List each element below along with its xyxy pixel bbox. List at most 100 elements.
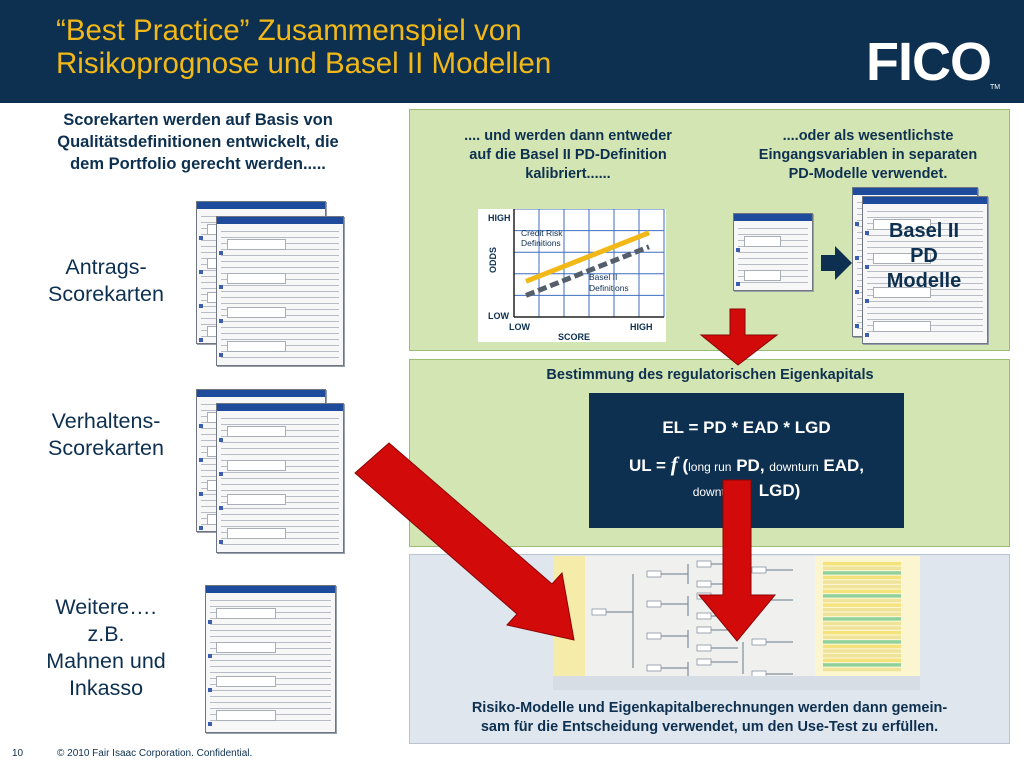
sheet-marker bbox=[199, 458, 203, 462]
sheet-marker bbox=[219, 438, 223, 442]
sheet-line bbox=[221, 255, 339, 256]
sheet-marker bbox=[855, 290, 859, 294]
sheet-line bbox=[210, 702, 331, 703]
sheet-table bbox=[216, 642, 277, 653]
credit-risk-line bbox=[525, 230, 650, 284]
sheet-line bbox=[867, 277, 983, 278]
sheet-line bbox=[221, 448, 339, 449]
sheet-marker bbox=[208, 688, 212, 692]
sheet-marker bbox=[199, 270, 203, 274]
antrag-line-1: Antrags- bbox=[65, 255, 147, 279]
sheet-line bbox=[221, 297, 339, 298]
sheet-table bbox=[873, 219, 931, 230]
sheet-line bbox=[210, 606, 331, 607]
tree-leaf-row bbox=[823, 617, 901, 621]
arrow-to-decision-left bbox=[354, 442, 575, 641]
pd-input-line-3: PD-Modelle verwendet. bbox=[788, 166, 948, 182]
ul-lgd: LGD) bbox=[758, 481, 801, 500]
sheet-line bbox=[867, 217, 983, 218]
sheet-line bbox=[738, 264, 808, 265]
tree-leaf-row bbox=[823, 649, 901, 653]
ul-long-run: long run bbox=[688, 460, 732, 474]
tree-leaf-row bbox=[823, 594, 901, 598]
sheet-marker bbox=[199, 424, 203, 428]
sheet-marker bbox=[208, 722, 212, 726]
sheet-marker bbox=[855, 324, 859, 328]
ul-open: ( bbox=[677, 456, 689, 475]
basel-pd-models-label: Basel II PD Modelle bbox=[862, 219, 986, 294]
sheet-titlebar bbox=[853, 188, 977, 195]
copyright: © 2010 Fair Isaac Corporation. Confident… bbox=[57, 748, 253, 759]
sheet-table bbox=[873, 287, 931, 298]
weitere-line-4: Inkasso bbox=[68, 676, 144, 700]
basel-line-3: Modelle bbox=[886, 270, 962, 292]
intro-line-3: dem Portfolio gerecht werden..... bbox=[70, 155, 326, 173]
tree-footer-bar bbox=[553, 676, 920, 690]
basel-model-sheet bbox=[862, 196, 988, 344]
tree-leaf-row bbox=[823, 598, 901, 603]
sheet-table bbox=[216, 676, 277, 687]
sheet-marker bbox=[199, 236, 203, 240]
sheet-marker bbox=[199, 338, 203, 342]
sheet-line bbox=[867, 301, 983, 302]
tree-node bbox=[646, 600, 662, 608]
tree-leaf-row bbox=[823, 575, 901, 580]
decision-tree-svg bbox=[553, 556, 920, 690]
sheet-line bbox=[210, 666, 331, 667]
sheet-line bbox=[210, 708, 331, 709]
sheet-table bbox=[227, 273, 286, 284]
sheet-line bbox=[210, 654, 331, 655]
sheet-marker bbox=[865, 333, 869, 337]
sheet-line bbox=[221, 333, 339, 334]
tree-leaf-row bbox=[823, 580, 901, 584]
tree-leaf-row bbox=[823, 566, 901, 570]
sheet-titlebar bbox=[217, 404, 343, 411]
scorecard-thumbnail bbox=[216, 403, 344, 553]
sheet-line bbox=[738, 228, 808, 229]
sheet-titlebar bbox=[197, 202, 325, 209]
el-formula: EL = PD * EAD * LGD bbox=[662, 418, 831, 437]
tree-node bbox=[696, 626, 712, 634]
sheet-line bbox=[210, 630, 331, 631]
sheet-marker bbox=[736, 282, 740, 286]
sheet-marker bbox=[219, 353, 223, 357]
sheet-line bbox=[867, 265, 983, 266]
basel-series-label: Basel II bbox=[589, 272, 617, 282]
verhalten-line-2: Scorekarten bbox=[48, 436, 164, 460]
sheet-marker bbox=[865, 265, 869, 269]
capital-formula-box: EL = PD * EAD * LGD UL = f (long run PD,… bbox=[589, 393, 904, 528]
sheet-line bbox=[221, 454, 339, 455]
credit-risk-series-label: Credit Risk bbox=[521, 228, 563, 238]
behavior-scorecards-label: Verhaltens- Scorekarten bbox=[26, 408, 186, 462]
sheet-line bbox=[221, 237, 339, 238]
sheet-titlebar bbox=[197, 390, 325, 397]
sheet-table bbox=[216, 710, 277, 721]
sheet-line bbox=[867, 271, 983, 272]
sheet-line bbox=[221, 327, 339, 328]
sheet-line bbox=[221, 321, 339, 322]
basel-line-2: PD bbox=[910, 245, 938, 267]
tree-node bbox=[696, 644, 712, 652]
title-line-1: “Best Practice” Zusammenspiel von bbox=[56, 14, 522, 47]
arrow-to-decision-down bbox=[697, 479, 777, 642]
sheet-line bbox=[221, 484, 339, 485]
tree-leaf-row bbox=[823, 654, 901, 658]
tree-leaf-row bbox=[823, 621, 901, 626]
chart-y-tick-low: LOW bbox=[488, 311, 509, 321]
sheet-line bbox=[738, 252, 808, 253]
page-number: 10 bbox=[12, 748, 24, 759]
sheet-line bbox=[221, 291, 339, 292]
sheet-line bbox=[210, 696, 331, 697]
weitere-line-1: Weitere…. bbox=[55, 595, 157, 619]
calibration-line-2: auf die Basel II PD-Definition bbox=[469, 147, 667, 163]
tree-node bbox=[696, 612, 712, 620]
credit-risk-series-label-2: Definitions bbox=[521, 238, 561, 248]
ul-downturn: downturn bbox=[769, 460, 819, 474]
application-scorecards-label: Antrags- Scorekarten bbox=[26, 254, 186, 308]
ul-prefix: UL = bbox=[628, 456, 671, 475]
sheet-titlebar bbox=[863, 197, 987, 204]
tree-leaf-row bbox=[823, 663, 901, 667]
tree-leaf-row bbox=[823, 658, 901, 662]
sheet-line bbox=[221, 303, 339, 304]
